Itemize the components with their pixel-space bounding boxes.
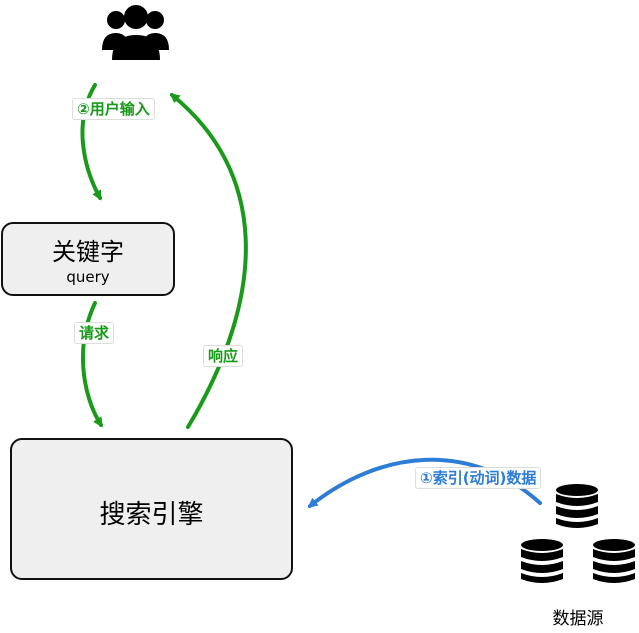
keyword-box-title: 关键字 (52, 238, 124, 266)
database-icon (556, 484, 598, 528)
response-label: 响应 (203, 345, 244, 367)
keyword-box: 关键字 query (1, 222, 175, 296)
user-input-label: ②用户输入 (72, 98, 155, 120)
database-icon (593, 539, 635, 583)
search-engine-box: 搜索引擎 (10, 438, 293, 580)
index-data-label: ①索引(动词)数据 (415, 467, 542, 489)
response-arrow (169, 93, 248, 429)
database-icon (521, 539, 563, 583)
request-label: 请求 (74, 322, 115, 344)
users-icon (102, 5, 169, 60)
data-source-caption: 数据源 (552, 609, 604, 629)
search-engine-title: 搜索引擎 (99, 500, 204, 530)
keyword-box-subtitle: query (66, 268, 110, 286)
request-arrow (80, 301, 103, 428)
user-input-arrow (80, 83, 102, 201)
